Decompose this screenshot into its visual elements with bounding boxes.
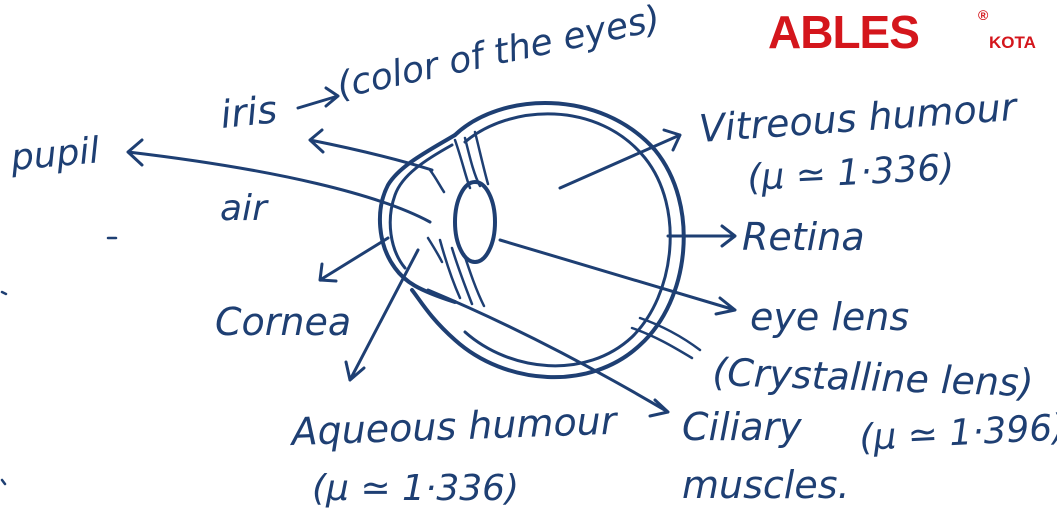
label-crystalline-mu: (μ ≃ 1·396) [858,407,1057,459]
arrow-iris-note [298,88,338,108]
eye-lens-shape [455,182,495,262]
label-muscles: muscles. [682,463,850,507]
logo-city: KOTA [989,33,1036,52]
label-air: air [220,188,269,229]
arrow-aqueous [346,250,418,380]
eye-outline [380,103,700,377]
label-cornea: Cornea [215,300,351,344]
arrow-pupil [128,140,430,222]
labels: iris (color of the eyes) pupil air Corne… [8,0,1057,509]
label-iris-note: (color of the eyes) [333,0,664,107]
ables-logo: ABLES ® KOTA [768,6,1036,58]
label-iris: iris [218,87,279,137]
label-vitreous-mu: (μ ≃ 1·336) [746,147,955,199]
logo-registered-mark: ® [978,7,989,23]
ciliary-strand [452,248,472,304]
ink-dot [2,480,5,484]
arrow-cornea [320,238,388,281]
label-eye-lens: eye lens [750,295,909,339]
arrow-iris [310,130,432,170]
label-aqueous: Aqueous humour [288,399,620,455]
label-ciliary: Ciliary [682,405,802,449]
logo-brand: ABLES [768,6,919,58]
stray-marks [2,238,116,484]
label-aqueous-mu: (μ ≃ 1·336) [312,468,519,509]
arrow-retina [668,226,735,246]
label-crystalline: (Crystalline lens) [712,350,1035,405]
label-retina: Retina [742,215,865,259]
label-pupil: pupil [8,130,101,179]
ciliary-strand [440,240,460,298]
arrow-eye-lens [500,240,735,314]
iris-strand [430,170,444,192]
ink-dot [2,292,6,294]
label-vitreous: Vitreous humour [698,85,1020,151]
